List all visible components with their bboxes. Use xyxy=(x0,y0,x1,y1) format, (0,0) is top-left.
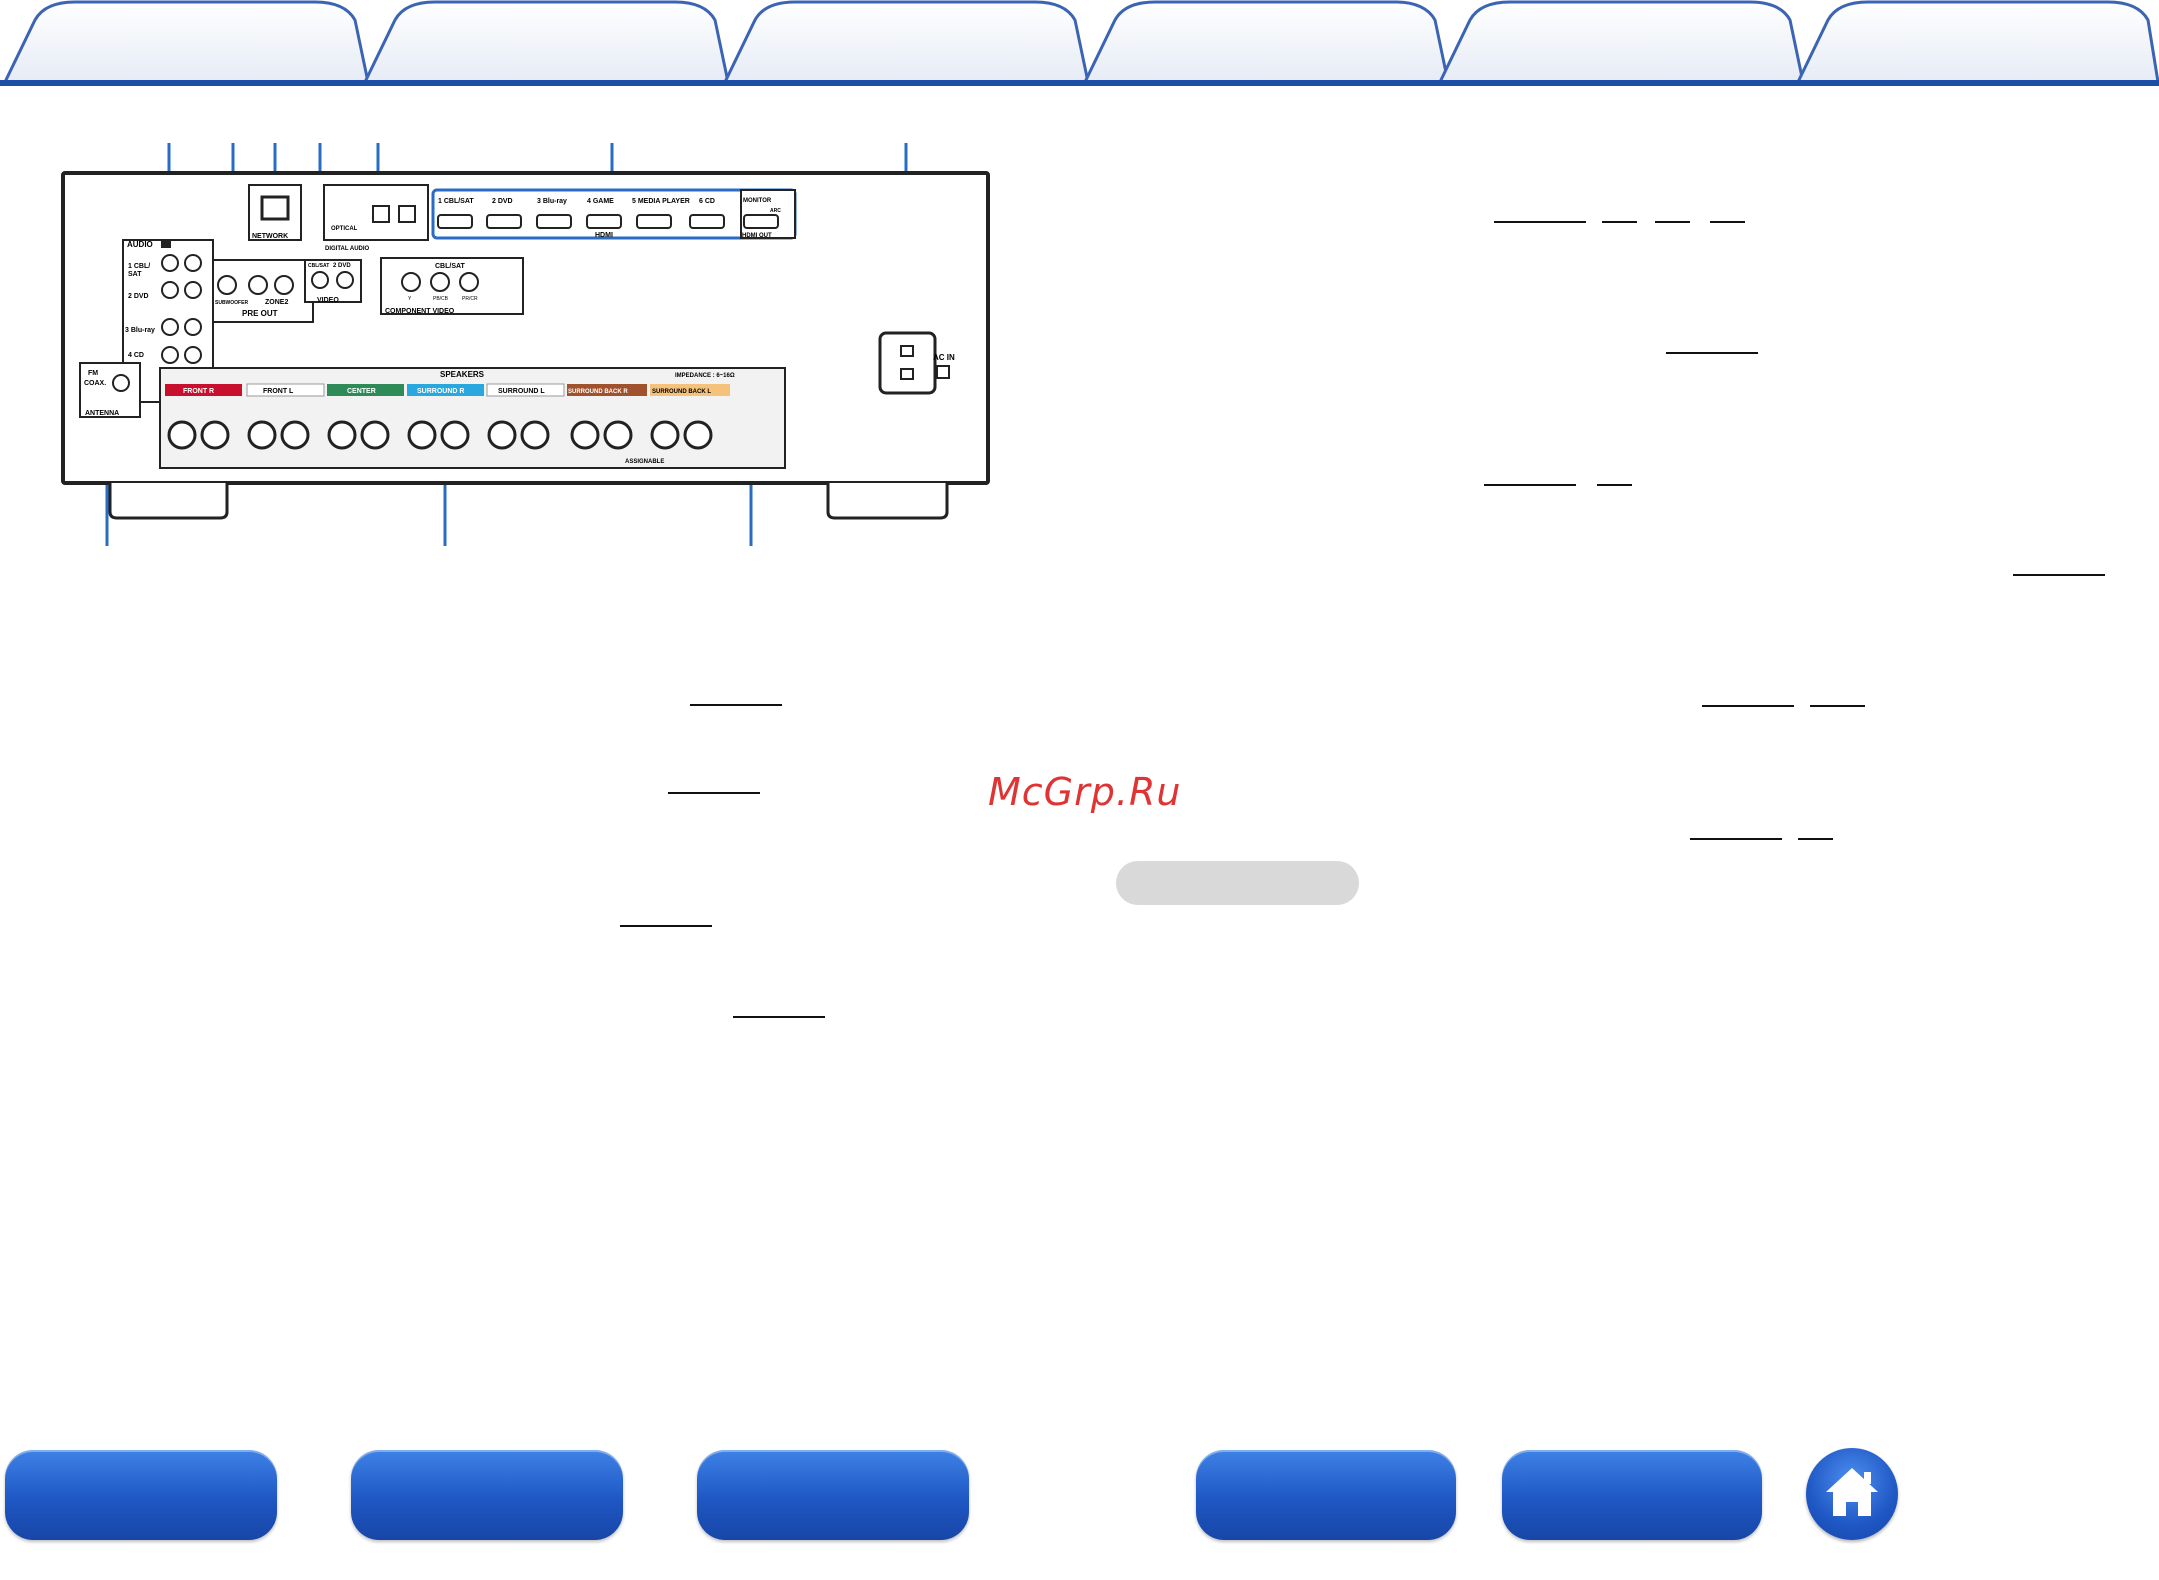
home-icon xyxy=(1826,1468,1878,1516)
svg-text:FM: FM xyxy=(88,370,98,377)
link-underline[interactable] xyxy=(1666,352,1758,354)
tab-5 xyxy=(1438,0,1805,83)
svg-text:SAT: SAT xyxy=(128,271,142,278)
svg-text:SURROUND BACK L: SURROUND BACK L xyxy=(652,389,711,395)
link-underline[interactable] xyxy=(690,704,782,706)
svg-text:PB/CB: PB/CB xyxy=(433,296,449,302)
tab-underline xyxy=(0,80,2159,86)
svg-text:5 MEDIA PLAYER: 5 MEDIA PLAYER xyxy=(632,198,690,205)
home-button[interactable] xyxy=(1806,1448,1898,1540)
link-underline[interactable] xyxy=(1702,705,1794,707)
svg-text:COAX.: COAX. xyxy=(84,380,106,387)
watermark: McGrp.Ru xyxy=(988,770,1182,814)
svg-text:OPTICAL: OPTICAL xyxy=(331,226,358,232)
svg-text:DIGITAL AUDIO: DIGITAL AUDIO xyxy=(325,246,370,252)
svg-text:ASSIGNABLE: ASSIGNABLE xyxy=(625,459,664,465)
link-underline[interactable] xyxy=(1602,221,1637,223)
svg-text:SPEAKERS: SPEAKERS xyxy=(440,370,485,379)
link-underline[interactable] xyxy=(1810,705,1865,707)
svg-text:SURROUND BACK R: SURROUND BACK R xyxy=(568,389,628,395)
tab-4 xyxy=(1083,0,1450,83)
svg-text:CBL/SAT: CBL/SAT xyxy=(308,263,329,269)
link-underline[interactable] xyxy=(2013,574,2105,576)
svg-text:2 DVD: 2 DVD xyxy=(128,293,149,300)
link-underline[interactable] xyxy=(620,925,712,927)
svg-text:CENTER: CENTER xyxy=(347,388,376,395)
svg-text:PR/CR: PR/CR xyxy=(462,296,478,302)
tab-3 xyxy=(723,0,1090,83)
svg-text:ZONE2: ZONE2 xyxy=(265,299,288,306)
svg-text:SURROUND L: SURROUND L xyxy=(498,388,545,395)
nav-button-3[interactable] xyxy=(697,1450,969,1540)
svg-text:2 DVD: 2 DVD xyxy=(492,198,513,205)
svg-text:AC IN: AC IN xyxy=(933,353,955,362)
svg-text:HDMI: HDMI xyxy=(595,232,613,239)
link-underline[interactable] xyxy=(1710,221,1745,223)
svg-text:IMPEDANCE : 6~16Ω: IMPEDANCE : 6~16Ω xyxy=(675,373,735,379)
svg-text:FRONT R: FRONT R xyxy=(183,388,214,395)
svg-text:1 CBL/SAT: 1 CBL/SAT xyxy=(438,198,474,205)
svg-text:3 Blu-ray: 3 Blu-ray xyxy=(125,327,155,334)
link-underline[interactable] xyxy=(1484,484,1576,486)
svg-text:NETWORK: NETWORK xyxy=(252,233,288,240)
svg-text:COMPONENT VIDEO: COMPONENT VIDEO xyxy=(385,308,455,315)
svg-text:3 Blu-ray: 3 Blu-ray xyxy=(537,198,567,205)
link-underline[interactable] xyxy=(1690,838,1782,840)
link-underline[interactable] xyxy=(1655,221,1690,223)
svg-text:PRE OUT: PRE OUT xyxy=(242,309,278,318)
svg-text:SURROUND R: SURROUND R xyxy=(417,388,464,395)
link-underline[interactable] xyxy=(1597,484,1632,486)
svg-text:HDMI OUT: HDMI OUT xyxy=(742,233,772,239)
svg-text:6 CD: 6 CD xyxy=(699,198,715,205)
svg-text:Y: Y xyxy=(408,296,412,302)
tab-shapes xyxy=(3,0,2159,83)
svg-text:4 CD: 4 CD xyxy=(128,352,144,359)
link-underline[interactable] xyxy=(1798,838,1833,840)
svg-text:ARC: ARC xyxy=(770,208,781,214)
svg-text:FRONT L: FRONT L xyxy=(263,388,294,395)
link-underline[interactable] xyxy=(1494,221,1586,223)
rear-panel-diagram: AUDIO 1 CBL/ SAT 2 DVD 3 Blu-ray 4 CD SU… xyxy=(61,143,990,546)
svg-text:VIDEO: VIDEO xyxy=(317,297,339,304)
tab-2 xyxy=(363,0,730,83)
svg-text:CBL/SAT: CBL/SAT xyxy=(435,263,466,270)
svg-text:ANTENNA: ANTENNA xyxy=(85,410,119,417)
section-pill xyxy=(1116,861,1359,905)
top-tab-bar xyxy=(0,0,2159,90)
nav-button-5[interactable] xyxy=(1502,1450,1762,1540)
nav-button-4[interactable] xyxy=(1196,1450,1456,1540)
svg-text:MONITOR: MONITOR xyxy=(743,198,772,204)
svg-text:2 DVD: 2 DVD xyxy=(333,263,351,269)
tab-6 xyxy=(1796,0,2159,83)
nav-button-2[interactable] xyxy=(351,1450,623,1540)
nav-button-1[interactable] xyxy=(5,1450,277,1540)
audio-label: AUDIO xyxy=(127,240,153,249)
link-underline[interactable] xyxy=(733,1016,825,1018)
link-underline[interactable] xyxy=(668,792,760,794)
svg-text:SUBWOOFER: SUBWOOFER xyxy=(215,300,248,306)
svg-text:1 CBL/: 1 CBL/ xyxy=(128,263,150,270)
svg-text:4 GAME: 4 GAME xyxy=(587,198,614,205)
tab-1 xyxy=(3,0,370,83)
